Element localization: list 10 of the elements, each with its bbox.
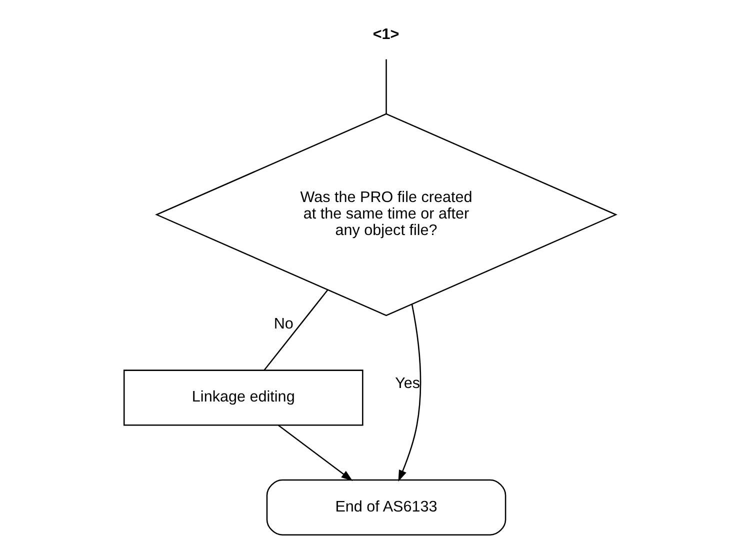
- node-box: End of AS6133: [266, 479, 506, 536]
- arrow: [277, 424, 352, 482]
- arrow: [398, 304, 421, 482]
- connector: [263, 290, 328, 370]
- node-text: <1>: [372, 26, 399, 43]
- connector: [385, 59, 386, 114]
- edge-label: No: [273, 315, 293, 332]
- edge-label: Yes: [394, 375, 420, 392]
- node-diamond: Was the PRO file created at the same time or after any object file?: [154, 113, 617, 316]
- node-box: Linkage editing: [122, 370, 363, 426]
